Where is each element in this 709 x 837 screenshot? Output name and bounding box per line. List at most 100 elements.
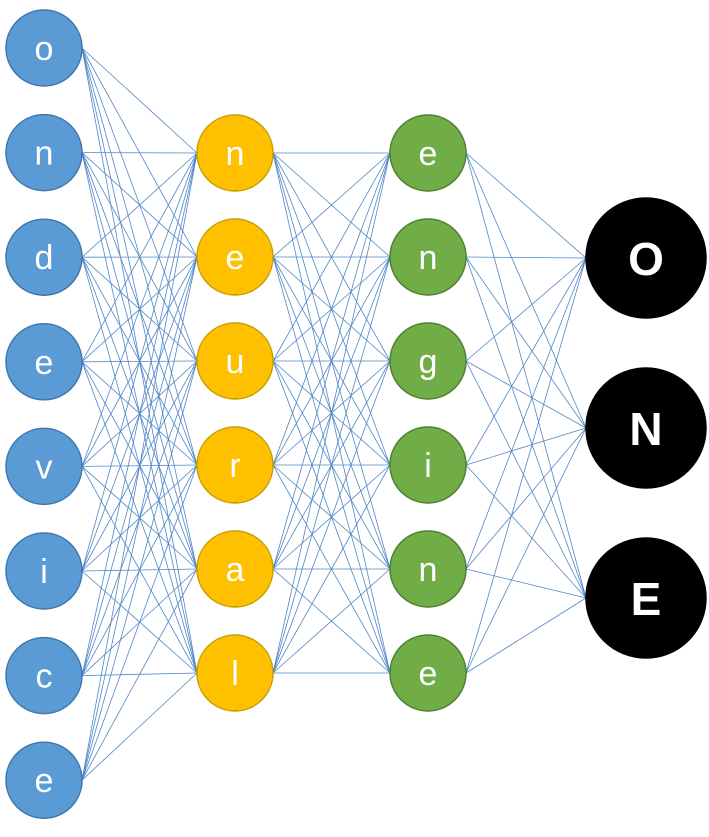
node-label: i [424,447,432,485]
node-label: n [35,135,54,173]
edge-hidden2-4-to-output-2 [465,568,587,599]
node-hidden1-0: n [196,114,274,192]
edge-hidden2-1-to-output-0 [465,256,587,259]
node-input-5: i [5,532,83,610]
node-label: l [231,655,239,693]
edge-input-2-to-hidden1-0 [81,152,198,258]
node-label: v [36,448,53,486]
node-circle [196,530,274,608]
edge-hidden1-5-to-hidden2-2 [272,360,391,674]
node-circle [5,323,83,401]
node-label: o [35,30,54,68]
node-circle [389,322,467,400]
node-circle [196,634,274,712]
node-hidden1-2: u [196,322,274,400]
edge-hidden2-5-to-output-0 [465,257,587,674]
node-hidden2-1: n [389,218,467,296]
edge-hidden2-4-to-output-0 [465,257,587,570]
node-circle [5,636,83,715]
node-circle [5,218,83,296]
node-output-1: N [585,367,707,489]
node-circle [389,530,467,608]
node-label: n [226,135,245,173]
node-label: O [628,233,664,285]
edge-hidden2-2-to-output-0 [465,257,587,362]
edge-input-7-to-hidden1-3 [81,464,198,781]
node-circle [5,113,83,192]
node-label: e [226,239,245,277]
node-label: d [35,239,54,277]
edge-hidden2-4-to-output-1 [465,427,587,570]
node-label: n [419,551,438,589]
node-circle [196,218,274,296]
node-input-0: o [5,9,83,87]
edge-hidden2-3-to-output-2 [465,464,587,599]
node-hidden1-3: r [196,426,274,504]
node-hidden2-2: g [389,322,467,400]
edge-hidden1-2-to-hidden2-0 [272,152,391,362]
node-label: u [226,343,245,381]
edge-hidden1-5-to-hidden2-0 [272,152,391,674]
edge-hidden2-1-to-output-2 [465,256,587,599]
connections [81,47,587,781]
node-circle [585,537,707,659]
node-circle [389,114,467,192]
edge-input-7-to-hidden1-5 [81,672,198,781]
edge-input-6-to-hidden1-0 [81,152,198,676]
edge-input-7-to-hidden1-4 [81,568,198,781]
edge-hidden2-5-to-output-1 [465,427,587,674]
node-label: e [419,655,438,693]
node-circle [5,532,83,610]
edge-input-0-to-hidden1-0 [81,47,198,154]
node-circle [5,9,83,87]
edge-input-5-to-hidden1-0 [81,152,198,572]
edge-hidden1-5-to-hidden2-4 [272,568,391,674]
node-label: n [419,239,438,277]
edge-hidden2-0-to-output-0 [465,152,587,259]
node-input-2: d [5,218,83,296]
edge-input-4-to-hidden1-0 [81,152,198,467]
edge-hidden2-0-to-output-1 [465,152,587,429]
node-hidden1-1: e [196,218,274,296]
edge-hidden1-5-to-hidden2-1 [272,256,391,674]
edge-hidden2-1-to-output-1 [465,256,587,429]
node-hidden2-3: i [389,426,467,504]
node-output-0: O [585,197,707,319]
node-label: N [629,403,662,455]
node-label: r [229,447,240,485]
edge-hidden2-2-to-output-1 [465,360,587,429]
edge-hidden2-2-to-output-2 [465,360,587,599]
edge-hidden2-0-to-output-2 [465,152,587,599]
node-hidden2-5: e [389,634,467,712]
edge-input-7-to-hidden1-0 [81,152,198,781]
node-label: c [36,658,53,696]
edge-input-7-to-hidden1-1 [81,256,198,781]
node-input-3: e [5,323,83,401]
edge-input-3-to-hidden1-0 [81,152,198,362]
node-input-1: n [5,113,83,192]
node-input-7: e [5,741,83,819]
node-circle [196,426,274,504]
node-label: e [35,762,54,800]
node-input-4: v [5,427,83,506]
edge-hidden2-3-to-output-1 [465,427,587,466]
edge-input-7-to-hidden1-2 [81,360,198,781]
node-input-6: c [5,636,83,715]
node-hidden1-5: l [196,634,274,712]
edge-hidden2-5-to-output-2 [465,597,587,674]
node-label: i [40,553,48,591]
node-circle [389,426,467,504]
node-label: g [419,343,438,381]
edge-hidden2-3-to-output-0 [465,257,587,466]
node-label: e [419,135,438,173]
node-hidden2-0: e [389,114,467,192]
node-circle [389,218,467,296]
node-circle [5,741,83,819]
node-circle [5,427,83,506]
node-circle [196,322,274,400]
edge-hidden1-4-to-hidden2-0 [272,152,391,570]
node-hidden1-4: a [196,530,274,608]
edge-hidden1-5-to-hidden2-3 [272,464,391,674]
